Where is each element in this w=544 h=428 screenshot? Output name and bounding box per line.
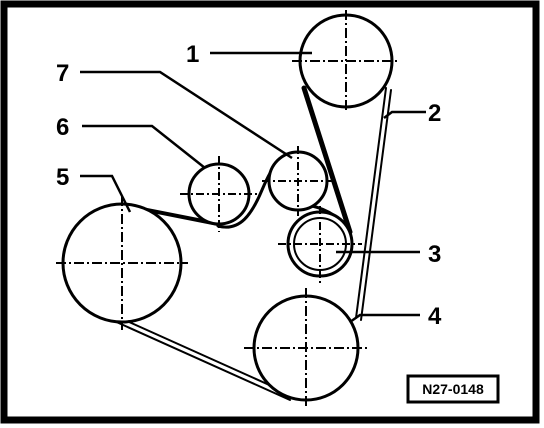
- reference-code-box: N27-0148: [406, 374, 500, 404]
- callout-3: 3: [428, 241, 441, 268]
- centerlines-pulley-6: [180, 156, 258, 232]
- leader-6: [82, 124, 206, 169]
- centerlines-pulley-7: [262, 146, 336, 216]
- reference-code: N27-0148: [422, 381, 484, 397]
- callout-7: 7: [56, 60, 69, 87]
- callout-5: 5: [56, 164, 69, 191]
- callout-4: 4: [428, 303, 442, 330]
- leader-4: [349, 313, 420, 324]
- pulley-5: [56, 196, 188, 330]
- centerlines-pulley-1: [292, 10, 400, 112]
- centerlines-pulley-5: [56, 196, 188, 330]
- centerlines-pulley-4: [244, 288, 368, 408]
- leader-7: [80, 70, 293, 160]
- callout-6: 6: [56, 114, 69, 141]
- leader-2: [383, 110, 426, 119]
- callout-2: 2: [428, 100, 441, 127]
- pulley-7: [262, 146, 336, 216]
- pulley-1: [292, 10, 400, 112]
- leader-lines: [80, 51, 426, 324]
- pulley-6: [180, 156, 258, 232]
- pulley-3: [278, 206, 362, 284]
- pulley-4: [244, 288, 368, 408]
- centerlines-pulley-3: [278, 206, 362, 284]
- leader-5: [80, 174, 132, 213]
- callout-1: 1: [186, 41, 199, 68]
